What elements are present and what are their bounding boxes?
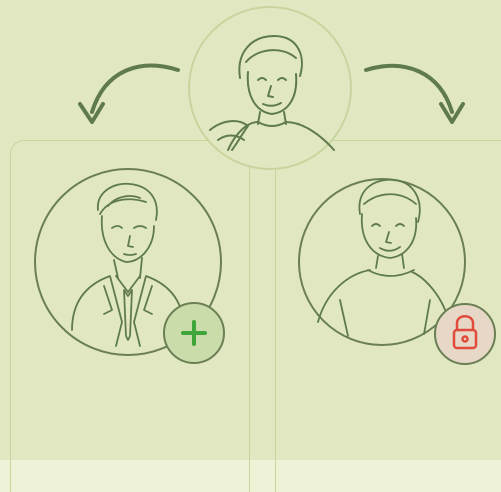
lock-icon bbox=[452, 315, 478, 350]
right-account-panel bbox=[275, 140, 501, 492]
bottom-band bbox=[0, 460, 501, 492]
curved-arrow-left-icon bbox=[78, 63, 180, 124]
left-account-panel bbox=[10, 140, 250, 492]
left-avatar bbox=[34, 168, 222, 356]
top-avatar bbox=[188, 6, 352, 170]
plus-icon bbox=[181, 320, 207, 346]
locked-account-badge[interactable] bbox=[434, 303, 496, 365]
add-account-badge[interactable] bbox=[163, 302, 225, 364]
right-avatar bbox=[298, 178, 466, 346]
curved-arrow-right-icon bbox=[364, 63, 465, 124]
